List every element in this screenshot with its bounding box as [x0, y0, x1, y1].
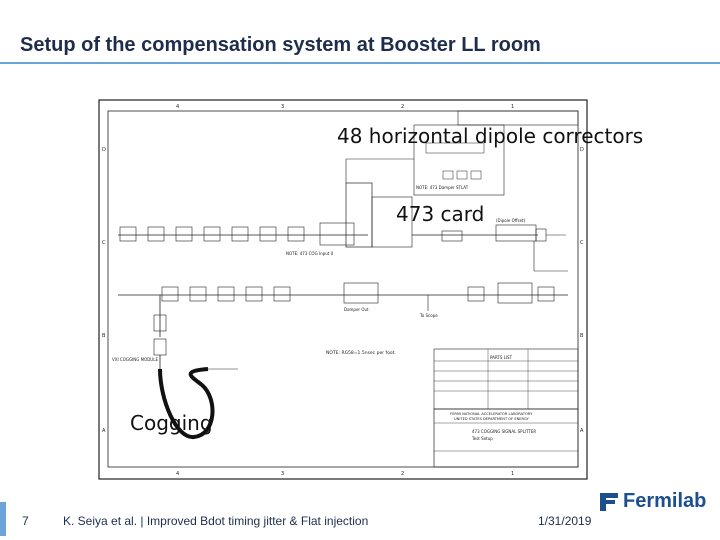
page-number: 7	[22, 514, 29, 528]
footer-date: 1/31/2019	[538, 514, 592, 528]
zone-letter-left: A	[102, 428, 106, 434]
zone-number-bottom: 4	[176, 471, 179, 477]
footer-citation: K. Seiya et al. | Improved Bdot timing j…	[63, 514, 369, 528]
parts-list-title: PARTS LIST	[490, 355, 513, 360]
zone-number-bottom: 2	[401, 471, 404, 477]
annotation-473-card: 473 card	[396, 202, 485, 226]
zone-letter-left: C	[102, 240, 106, 246]
schematic-drawing: 4 3 2 1 4 3 2 1 D C B A D C B A NOTE: 47…	[98, 99, 588, 480]
zone-letter-left: D	[102, 147, 106, 153]
zone-letter-right: D	[580, 147, 584, 153]
title-divider	[0, 62, 720, 64]
zone-letter-right: A	[580, 428, 584, 434]
zone-number-bottom: 1	[511, 471, 514, 477]
footer-accent-bar	[0, 502, 6, 536]
title-block-sub: Test Setup	[471, 436, 493, 441]
zone-letter-right: B	[580, 333, 584, 339]
zone-number-top: 1	[511, 104, 514, 110]
module-label: VXI COGGING MODULE	[112, 357, 158, 362]
fermilab-logo: Fermilab	[598, 490, 706, 513]
title-block-dept: UNITED STATES DEPARTMENT OF ENERGY	[454, 417, 530, 421]
title-block-name: 473 COGGING SIGNAL SPLITTER	[472, 429, 536, 434]
annotation-cogging: Cogging	[130, 411, 213, 435]
logo-text: Fermilab	[623, 490, 707, 512]
label-to-scope: To Scope	[419, 313, 438, 318]
annotation-dipole-correctors: 48 horizontal dipole correctors	[337, 124, 644, 148]
zone-number-top: 3	[281, 104, 284, 110]
zone-number-top: 4	[176, 104, 179, 110]
label-damper: Damper Out	[344, 307, 369, 312]
zone-number-top: 2	[401, 104, 404, 110]
label-dipole-offset: (Dipole Offset)	[496, 218, 526, 223]
note-length: NOTE: RG58=1.5nsec per foot.	[326, 350, 396, 356]
title-block-org: FERMI NATIONAL ACCELERATOR LABORATORY	[450, 412, 533, 416]
note-damper: NOTE: 473 Damper STLAT	[416, 185, 469, 190]
zone-letter-right: C	[580, 240, 584, 246]
fermilab-logo-icon	[600, 492, 618, 511]
zone-number-bottom: 3	[281, 471, 284, 477]
zone-letter-left: B	[102, 333, 106, 339]
slide-title: Setup of the compensation system at Boos…	[20, 34, 541, 56]
note-cog: NOTE: 473 COG Input 0	[286, 251, 334, 256]
